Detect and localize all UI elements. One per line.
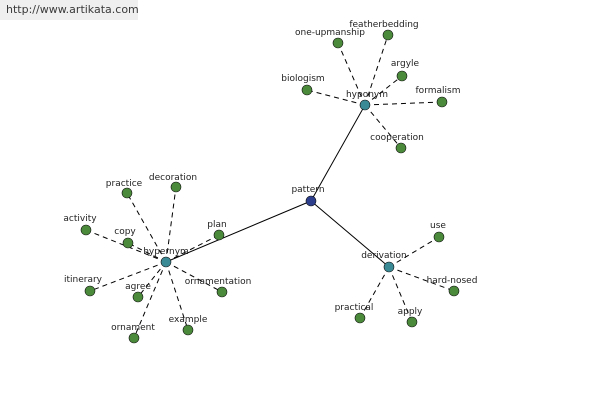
label-derivation: derivation: [361, 251, 407, 261]
edge-hypernym-example: [165, 261, 189, 331]
edge-hypernym-ornament: [133, 261, 167, 339]
label-formalism: formalism: [416, 86, 461, 96]
node-derivation[interactable]: [383, 261, 395, 273]
node-example[interactable]: [182, 324, 194, 336]
node-one-upmanship[interactable]: [332, 37, 344, 49]
label-pattern: pattern: [291, 185, 324, 195]
edge-pattern-derivation: [310, 200, 390, 268]
label-plan: plan: [207, 220, 226, 230]
edge-hypernym-ornamentation: [165, 261, 223, 293]
node-practical[interactable]: [354, 312, 366, 324]
node-ornamentation[interactable]: [216, 286, 228, 298]
edge-hyponym-one-upmanship: [337, 42, 366, 106]
node-formalism[interactable]: [436, 96, 448, 108]
label-practice: practice: [106, 179, 143, 189]
label-featherbedding: featherbedding: [349, 20, 418, 30]
nodes: [80, 29, 460, 344]
edge-hyponym-biologism: [306, 89, 366, 106]
label-example: example: [169, 315, 208, 325]
node-hard-nosed[interactable]: [448, 285, 460, 297]
label-hypernym: hypernym: [143, 247, 189, 257]
label-agree: agree: [125, 282, 151, 292]
edge-derivation-apply: [388, 266, 413, 323]
label-cooperation: cooperation: [370, 133, 424, 143]
label-practical: practical: [335, 303, 374, 313]
edge-hyponym-argyle: [364, 75, 403, 106]
node-itinerary[interactable]: [84, 285, 96, 297]
node-hypernym[interactable]: [160, 256, 172, 268]
label-one-upmanship: one-upmanship: [295, 28, 365, 38]
label-use: use: [430, 221, 446, 231]
label-argyle: argyle: [391, 59, 420, 69]
edge-derivation-use: [388, 236, 440, 268]
node-argyle[interactable]: [396, 70, 408, 82]
edge-hypernym-itinerary: [89, 261, 167, 292]
edge-hyponym-formalism: [364, 101, 443, 106]
node-practice[interactable]: [121, 187, 133, 199]
label-ornamentation: ornamentation: [185, 277, 252, 287]
edge-hypernym-decoration: [165, 186, 177, 263]
node-ornament[interactable]: [128, 332, 140, 344]
edge-hypernym-plan: [165, 234, 220, 263]
node-plan[interactable]: [213, 229, 225, 241]
node-copy[interactable]: [122, 237, 134, 249]
node-use[interactable]: [433, 231, 445, 243]
edge-hyponym-featherbedding: [364, 34, 389, 106]
edge-pattern-hyponym: [310, 104, 366, 202]
edge-hypernym-practice: [126, 192, 167, 263]
node-agree[interactable]: [132, 291, 144, 303]
edge-hyponym-cooperation: [364, 104, 402, 149]
label-hard-nosed: hard-nosed: [427, 276, 478, 286]
edge-pattern-hypernym: [165, 200, 312, 263]
node-decoration[interactable]: [170, 181, 182, 193]
label-biologism: biologism: [281, 74, 324, 84]
label-activity: activity: [63, 214, 97, 224]
node-biologism[interactable]: [301, 84, 313, 96]
edges: [85, 34, 455, 339]
label-decoration: decoration: [149, 173, 197, 183]
node-pattern[interactable]: [305, 195, 317, 207]
edge-derivation-practical: [359, 266, 390, 319]
watermark-url: http://www.artikata.com: [0, 0, 139, 20]
label-itinerary: itinerary: [64, 275, 103, 285]
label-ornament: ornament: [111, 323, 155, 333]
edge-hypernym-agree: [137, 261, 167, 298]
edge-derivation-hard-nosed: [388, 266, 455, 292]
node-apply[interactable]: [406, 316, 418, 328]
node-cooperation[interactable]: [395, 142, 407, 154]
edge-hypernym-copy: [127, 242, 167, 263]
label-apply: apply: [398, 307, 423, 317]
node-activity[interactable]: [80, 224, 92, 236]
label-copy: copy: [114, 227, 136, 237]
label-hyponym: hyponym: [346, 90, 388, 100]
node-featherbedding[interactable]: [382, 29, 394, 41]
node-hyponym[interactable]: [359, 99, 371, 111]
